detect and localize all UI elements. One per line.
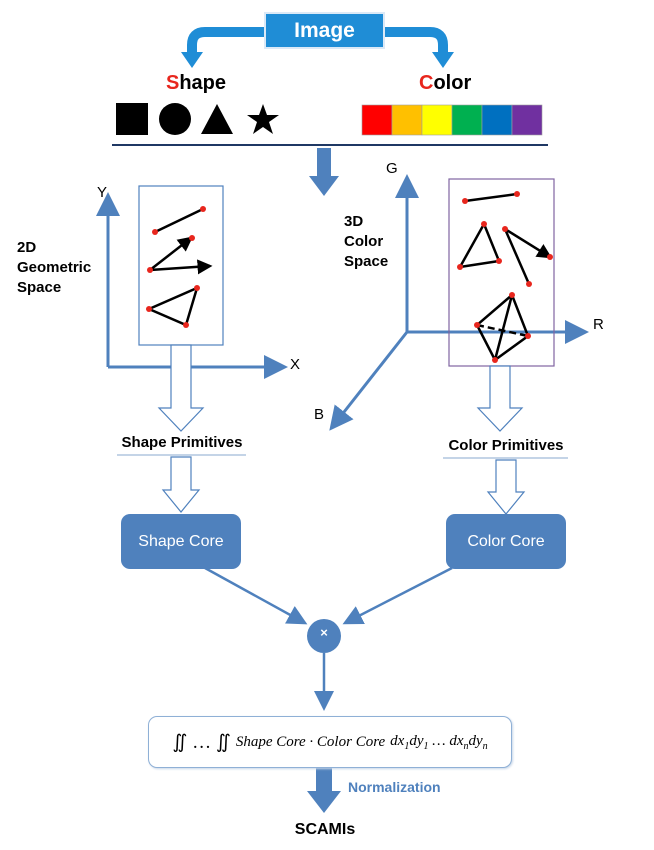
square-icon	[116, 103, 148, 135]
color-space-line2: Color	[344, 233, 384, 250]
split-arrow-right	[385, 27, 454, 68]
normalization-arrow	[307, 767, 341, 813]
color-swatch	[391, 104, 423, 136]
color-core-arrow	[342, 566, 453, 625]
geometric-space-line3: Space	[17, 279, 62, 296]
color-heading: Color	[419, 72, 471, 95]
geometric-space-label: 2D Geometric Space	[17, 238, 91, 298]
down-arrow-center	[309, 148, 339, 196]
color-core-box: Color Core	[446, 514, 566, 569]
circle-icon	[159, 103, 191, 135]
hollow-arrow-left-2	[161, 456, 201, 513]
color-heading-first: C	[419, 72, 434, 94]
shape-primitive-points	[146, 206, 206, 328]
color-primitive-points	[457, 191, 553, 363]
color-swatch	[481, 104, 513, 136]
color-swatch	[511, 104, 543, 136]
image-title-box: Image	[264, 12, 385, 49]
axis-x-label: X	[290, 356, 301, 373]
shape-core-arrow	[204, 566, 308, 625]
triangle-icon	[201, 104, 233, 134]
shape-core-box: Shape Core	[121, 514, 241, 569]
output-label: SCAMIs	[294, 821, 356, 838]
geometric-space-line1: 2D	[17, 239, 37, 256]
star-icon	[247, 104, 279, 134]
color-swatch	[421, 104, 453, 136]
color-primitives-label: Color Primitives	[448, 437, 564, 454]
geometric-space-line2: Geometric	[17, 259, 92, 276]
color-space-label: 3D Color Space	[344, 212, 388, 272]
formula-box: ∬ … ∬ Shape Core · Color Core dx1dy1 … d…	[148, 716, 512, 768]
hollow-arrow-right-2	[486, 459, 526, 515]
hollow-arrow-left-1	[157, 344, 205, 432]
axis-b-label: B	[314, 406, 325, 423]
color-swatch	[361, 104, 393, 136]
image-title: Image	[294, 18, 355, 42]
shape-heading-rest: hape	[179, 72, 227, 94]
multiply-symbol: ×	[320, 625, 328, 640]
axes-2d	[96, 192, 288, 379]
formula-integrals: ∬ … ∬	[172, 731, 231, 753]
formula-differentials: dx1dy1 … dxndyn	[390, 732, 488, 752]
hollow-arrow-right-1	[476, 365, 524, 432]
axis-r-label: R	[593, 316, 604, 333]
color-space-line3: Space	[344, 253, 389, 270]
shape-heading-first: S	[166, 72, 180, 94]
shape-primitives-label: Shape Primitives	[121, 434, 243, 451]
color-swatch	[451, 104, 483, 136]
shape-primitive-drawings	[145, 207, 213, 327]
color-space-line1: 3D	[344, 213, 364, 230]
color-swatch-strip	[361, 104, 543, 136]
shape-heading: Shape	[166, 72, 226, 95]
shape-primitive-box	[138, 185, 224, 346]
color-heading-rest: olor	[433, 72, 472, 94]
color-primitive-drawings	[457, 192, 553, 362]
split-arrow-left	[181, 27, 265, 68]
axis-y-label: Y	[97, 184, 108, 201]
formula-text: Shape Core · Color Core	[235, 733, 386, 750]
multiply-node	[307, 619, 341, 653]
normalization-label: Normalization	[348, 779, 441, 795]
axis-g-label: G	[386, 160, 398, 177]
